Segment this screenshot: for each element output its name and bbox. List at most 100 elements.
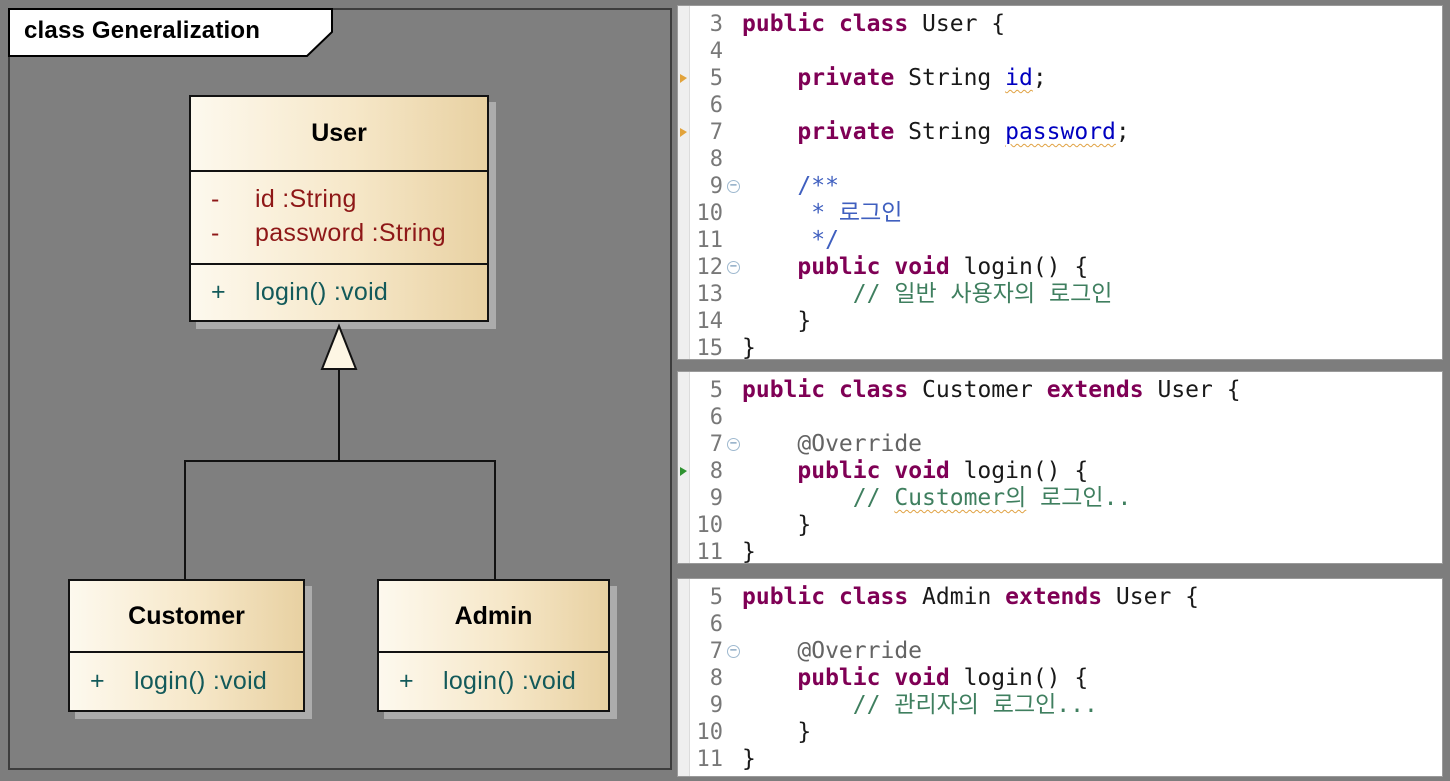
code-line[interactable]: 9 // 관리자의 로그인... (678, 692, 1442, 719)
fold-collapse-icon[interactable]: − (725, 173, 742, 200)
annotation-ruler (678, 665, 690, 692)
code-line[interactable]: 10 } (678, 719, 1442, 746)
fold-bar (725, 38, 742, 65)
line-number: 6 (709, 612, 723, 637)
annotation-ruler (678, 611, 690, 638)
warning-marker-icon[interactable] (678, 65, 690, 92)
line-number: 12 (696, 255, 724, 280)
code-line[interactable]: 7− @Override (678, 431, 1442, 458)
line-number: 6 (709, 93, 723, 118)
line-number: 13 (696, 282, 724, 307)
frame-tab-shape (8, 8, 333, 57)
code-line[interactable]: 6 (678, 611, 1442, 638)
fold-collapse-icon[interactable]: − (725, 638, 742, 665)
fold-bar (725, 92, 742, 119)
annotation-ruler (678, 335, 690, 359)
class-box-customer[interactable]: Customer +login() :void (68, 579, 305, 712)
code-line[interactable]: 6 (678, 404, 1442, 431)
annotation-ruler (678, 38, 690, 65)
member-text: login() :void (134, 667, 268, 695)
line-number: 10 (696, 201, 724, 226)
class-operation: + login() :void (70, 665, 303, 699)
line-number: 10 (696, 720, 724, 745)
operations-compartment: + login() :void (70, 651, 303, 710)
annotation-ruler (678, 200, 690, 227)
code-text: private String id; (797, 65, 1047, 91)
warning-marker-icon[interactable] (678, 119, 690, 146)
override-marker-icon[interactable] (678, 458, 690, 485)
visibility-symbol: + (90, 667, 105, 695)
class-name: User (311, 119, 367, 147)
code-text: // Customer의 로그인.. (742, 485, 1132, 511)
code-text: public void login() { (797, 458, 1089, 484)
line-number: 14 (696, 309, 724, 334)
fold-bar (725, 377, 742, 404)
class-box-admin[interactable]: Admin +login() :void (377, 579, 610, 712)
annotation-ruler (678, 584, 690, 611)
code-text: } (742, 539, 756, 564)
fold-bar (725, 665, 742, 692)
line-number: 8 (709, 666, 723, 691)
code-text: public void login() { (797, 665, 1089, 691)
code-line[interactable]: 7− @Override (678, 638, 1442, 665)
class-box-user[interactable]: User -id :String-password :String +login… (189, 95, 489, 322)
code-line[interactable]: 7 private String password; (678, 119, 1442, 146)
visibility-symbol: + (211, 278, 226, 306)
code-line[interactable]: 9− /** (678, 173, 1442, 200)
annotation-ruler (678, 146, 690, 173)
code-line[interactable]: 15} (678, 335, 1442, 359)
fold-collapse-icon[interactable]: − (725, 254, 742, 281)
code-line[interactable]: 8 public void login() { (678, 665, 1442, 692)
code-line[interactable]: 8 (678, 146, 1442, 173)
annotation-ruler (678, 11, 690, 38)
generalization-triangle-icon (320, 323, 358, 370)
code-text: public class User { (742, 11, 1006, 37)
line-number: 5 (709, 585, 723, 610)
code-line[interactable]: 8 public void login() { (678, 458, 1442, 485)
fold-bar (725, 200, 742, 227)
code-line[interactable]: 13 // 일반 사용자의 로그인 (678, 281, 1442, 308)
fold-bar (725, 281, 742, 308)
annotation-ruler (678, 254, 690, 281)
code-text: } (742, 308, 812, 334)
code-line[interactable]: 14 } (678, 308, 1442, 335)
annotation-ruler (678, 719, 690, 746)
line-number: 6 (709, 405, 723, 430)
code-line[interactable]: 4 (678, 38, 1442, 65)
code-text: public class Customer extends User { (742, 377, 1241, 403)
member-text: password :String (255, 218, 446, 247)
code-line[interactable]: 9 // Customer의 로그인.. (678, 485, 1442, 512)
fold-bar (725, 11, 742, 38)
annotation-ruler (678, 173, 690, 200)
code-line[interactable]: 12− public void login() { (678, 254, 1442, 281)
fold-bar (725, 692, 742, 719)
code-line[interactable]: 11} (678, 746, 1442, 773)
fold-bar (725, 485, 742, 512)
code-text: public void login() { (797, 254, 1089, 280)
fold-bar (725, 119, 742, 146)
fold-bar (725, 146, 742, 173)
annotation-ruler (678, 485, 690, 512)
code-text: } (742, 512, 812, 538)
line-number: 8 (709, 147, 723, 172)
code-line[interactable]: 5 private String id; (678, 65, 1442, 92)
code-text: * 로그인 (742, 200, 903, 226)
line-number: 5 (709, 66, 723, 91)
uml-diagram-canvas[interactable]: class Generalization User -id :String-pa… (8, 8, 672, 770)
code-line[interactable]: 11} (678, 539, 1442, 564)
fold-bar (725, 335, 742, 359)
fold-collapse-icon[interactable]: − (725, 431, 742, 458)
code-line[interactable]: 6 (678, 92, 1442, 119)
line-number: 7 (709, 639, 723, 664)
line-number: 11 (696, 228, 724, 253)
code-line[interactable]: 10 } (678, 512, 1442, 539)
fold-bar (725, 584, 742, 611)
code-line[interactable]: 10 * 로그인 (678, 200, 1442, 227)
code-line[interactable]: 11 */ (678, 227, 1442, 254)
